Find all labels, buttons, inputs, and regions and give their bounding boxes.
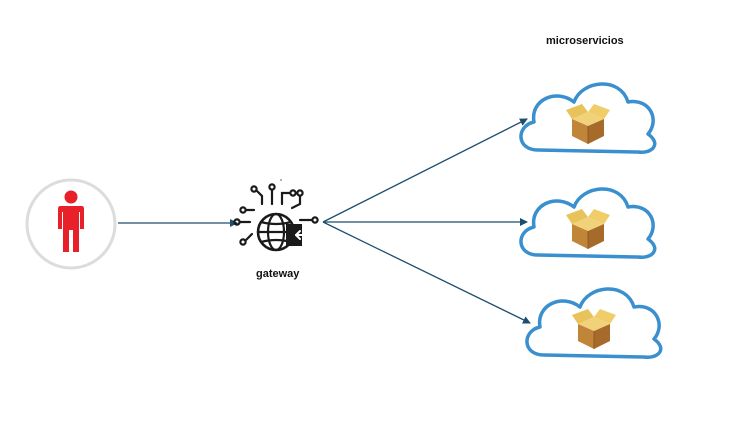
arrow-gateway-to-service-1	[322, 118, 528, 223]
service-cloud-1	[519, 82, 657, 155]
microservices-title: microservicios	[546, 35, 624, 47]
user-node	[25, 178, 117, 270]
globe-network-gateway-icon	[233, 183, 319, 252]
service-cloud-2	[519, 187, 657, 260]
arrow-gateway-to-service-3	[322, 221, 531, 324]
service-cloud-3	[525, 287, 663, 360]
gateway-label: gateway	[256, 268, 300, 280]
person-icon	[58, 190, 84, 252]
